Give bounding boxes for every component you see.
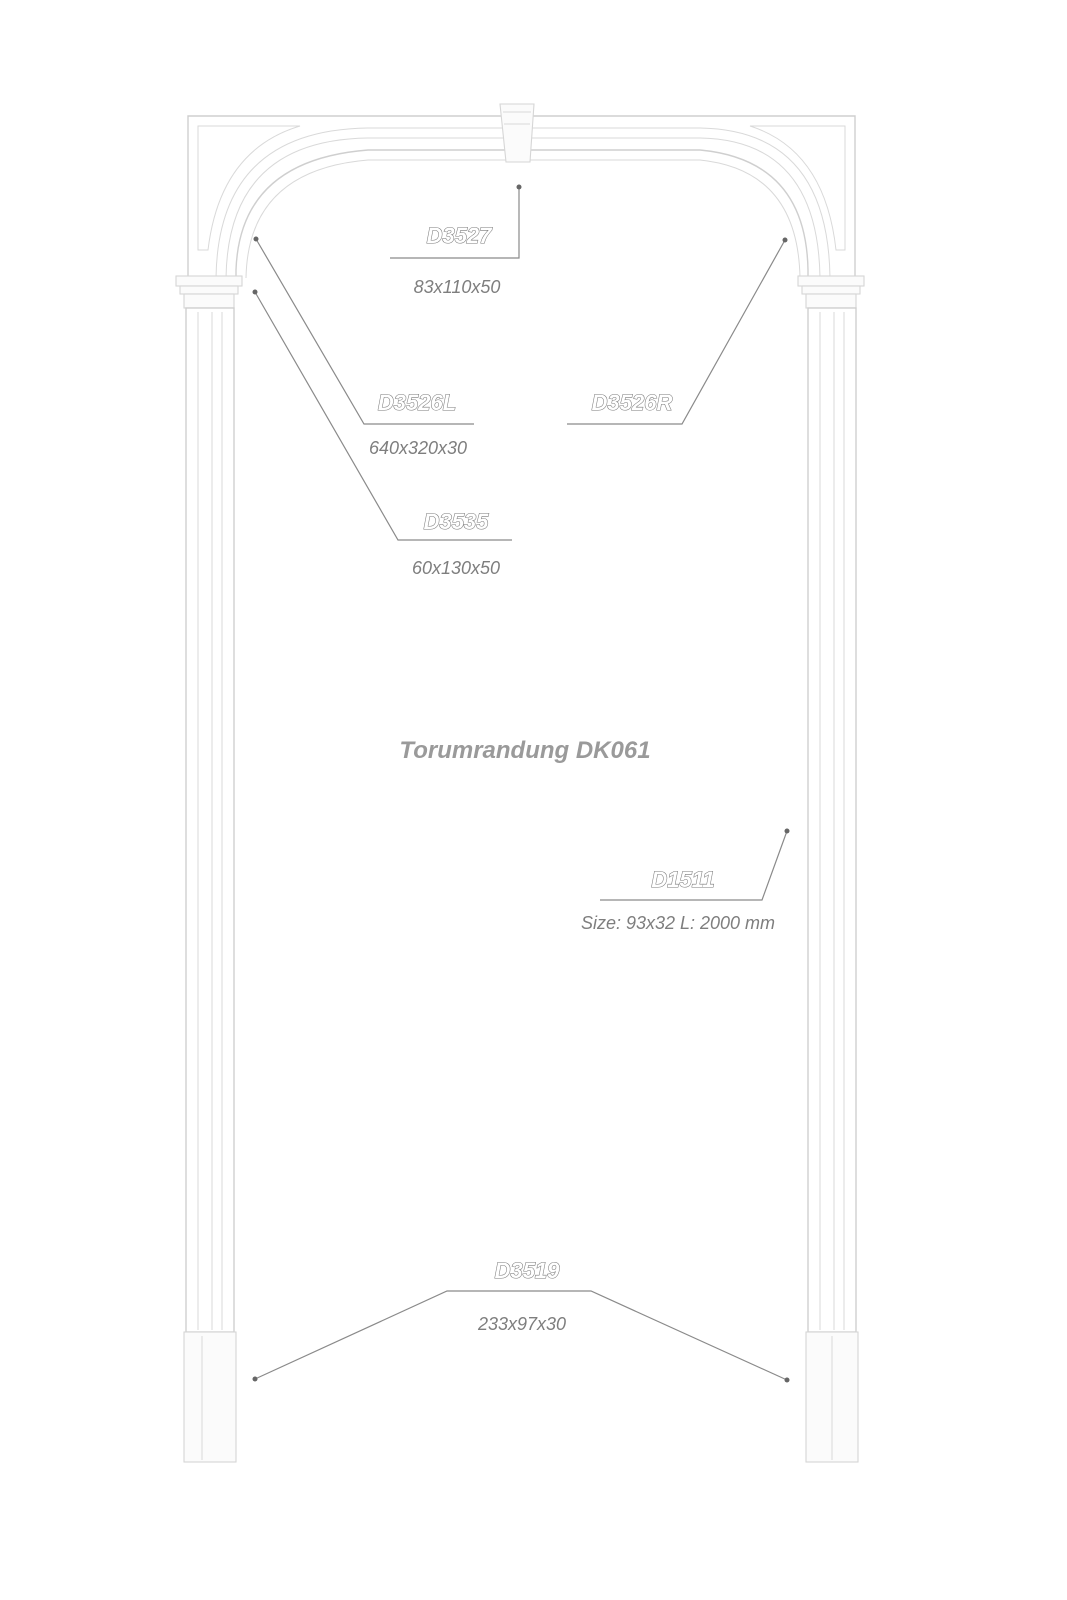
diagram-title: Torumrandung DK061 <box>399 737 650 764</box>
leader-arch-right <box>567 239 786 425</box>
leader-base <box>254 1290 788 1381</box>
leader-arch-left <box>255 238 474 425</box>
arch-left-code: D3526L <box>378 390 456 415</box>
capital-right <box>797 275 865 309</box>
base-code: D3519 <box>495 1258 561 1283</box>
leader-lines <box>252 184 790 1383</box>
capital-code: D3535 <box>424 509 490 534</box>
pilaster-size: Size: 93x32 L: 2000 mm <box>581 913 775 933</box>
arch-left-size: 640x320x30 <box>369 438 467 458</box>
leader-capital <box>254 291 512 541</box>
leader-pilaster <box>600 830 788 901</box>
keystone-code: D3527 <box>427 223 494 248</box>
pilaster-right <box>807 307 857 1333</box>
labels: D3527 83x110x50 D3526L 640x320x30 D3526R… <box>369 222 775 1334</box>
pilaster-code: D1511 <box>651 867 714 892</box>
arch-right-code: D3526R <box>592 390 673 415</box>
capital-left <box>175 275 243 309</box>
leader-keystone <box>390 187 520 259</box>
corner-panel-right <box>749 125 846 251</box>
base-size: 233x97x30 <box>477 1314 566 1334</box>
pilaster-left <box>185 307 235 1333</box>
keystone-shape <box>499 103 535 163</box>
corner-panel-left <box>197 125 301 251</box>
door-frame-drawing <box>175 103 865 1463</box>
keystone-size: 83x110x50 <box>414 277 501 297</box>
base-right <box>805 1331 859 1463</box>
capital-size: 60x130x50 <box>412 558 500 578</box>
base-left <box>183 1331 237 1463</box>
